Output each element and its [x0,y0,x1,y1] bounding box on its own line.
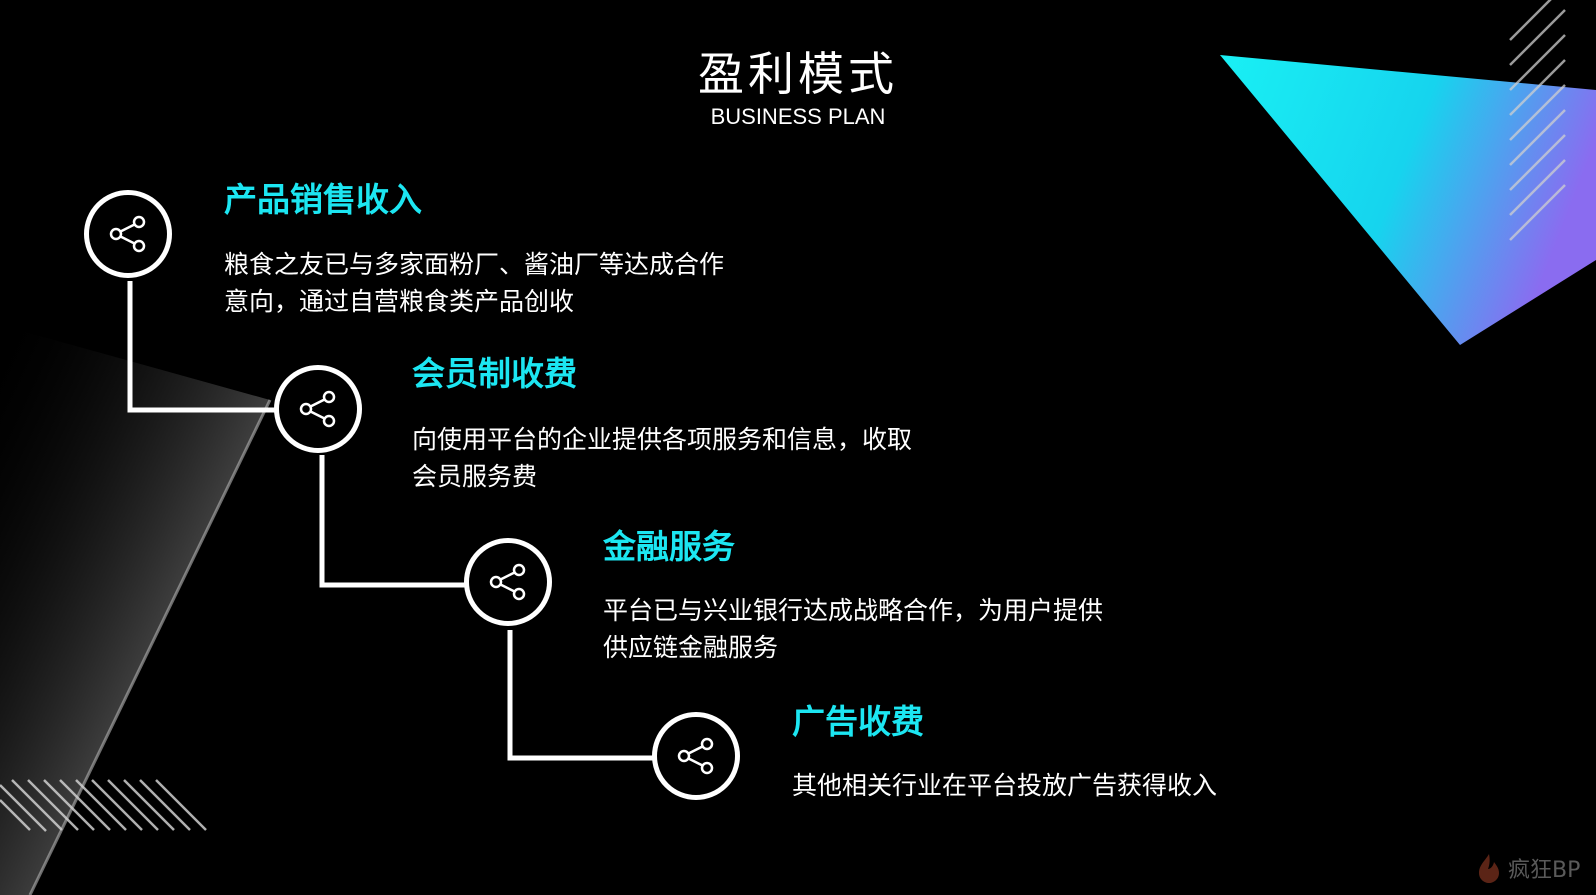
cyan-triangle-shape [1220,55,1596,345]
step-3-node [464,538,552,626]
item-4-heading: 广告收费 [792,702,924,741]
watermark: 疯狂BP [1474,852,1580,884]
item-3-description: 平台已与兴业银行达成战略合作，为用户提供 供应链金融服务 [603,592,1103,666]
watermark-text: 疯狂BP [1508,858,1581,883]
item-1-desc-line-1: 粮食之友已与多家面粉厂、酱油厂等达成合作 [224,250,725,279]
item-1-description: 粮食之友已与多家面粉厂、酱油厂等达成合作 意向，通过自营粮食类产品创收 [224,246,724,320]
top-right-stripes [1509,0,1566,241]
item-1-heading: 产品销售收入 [224,180,422,219]
step-2-node [274,365,362,453]
grey-light-beam [0,325,270,895]
timeline-connector [127,281,655,761]
share-icon [109,215,146,253]
beam-edge-line [28,399,272,895]
page-title: 盈利模式 [698,47,898,101]
flame-logo-icon [1479,854,1499,883]
bottom-left-stripes [0,779,207,832]
item-1-desc-line-2: 意向，通过自营粮食类产品创收 [224,287,575,316]
share-icon [489,563,526,601]
share-icon [677,737,714,775]
item-3-desc-line-2: 供应链金融服务 [603,633,779,662]
step-4-node [652,712,740,800]
page-subtitle: BUSINESS PLAN [710,104,886,129]
item-2-heading: 会员制收费 [412,354,577,393]
item-4-description: 其他相关行业在平台投放广告获得收入 [792,767,1217,804]
item-2-description: 向使用平台的企业提供各项服务和信息，收取 会员服务费 [412,421,912,495]
item-2-desc-line-1: 向使用平台的企业提供各项服务和信息，收取 [412,425,913,454]
item-3-desc-line-1: 平台已与兴业银行达成战略合作，为用户提供 [603,596,1104,625]
share-icon [299,390,336,428]
item-4-desc-line-1: 其他相关行业在平台投放广告获得收入 [792,771,1218,800]
item-3-heading: 金融服务 [603,527,735,566]
step-1-node [84,190,172,278]
item-2-desc-line-2: 会员服务费 [412,462,538,491]
